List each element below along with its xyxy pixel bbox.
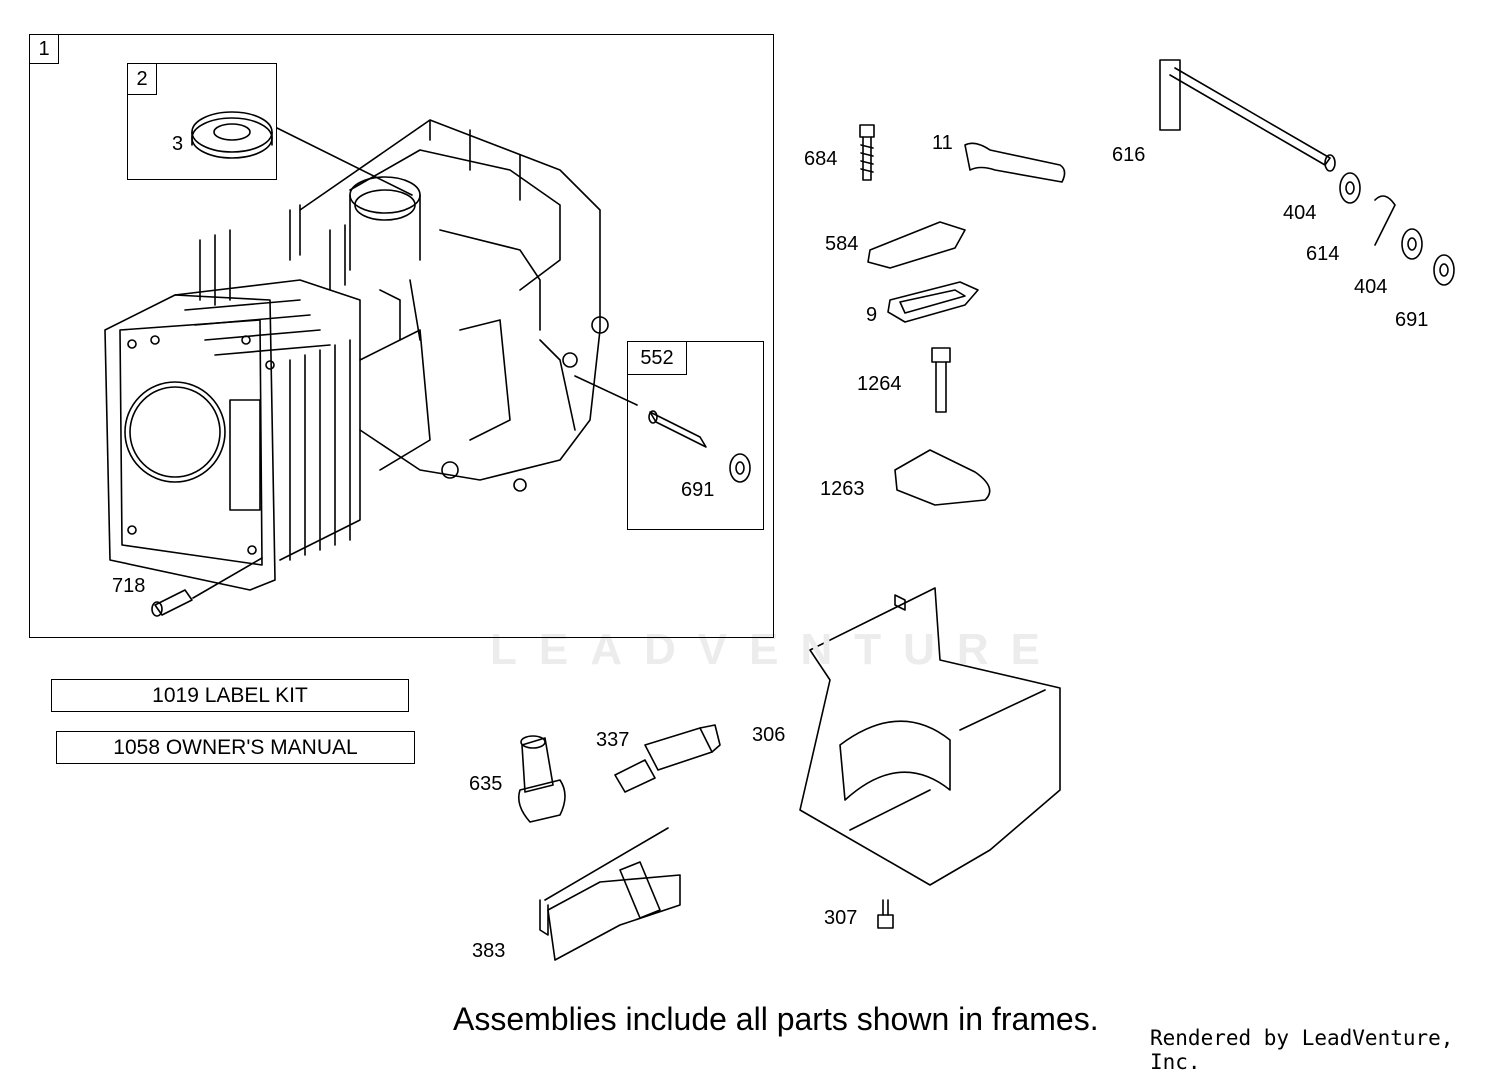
callout-1264[interactable]: 1264 bbox=[857, 373, 902, 395]
callout-404-a[interactable]: 404 bbox=[1283, 202, 1317, 224]
label-kit-box[interactable]: 1019 LABEL KIT bbox=[51, 679, 409, 712]
governor-shaft-part bbox=[1159, 59, 1336, 172]
washer-404b-part bbox=[1401, 228, 1423, 260]
leader-718 bbox=[192, 557, 263, 599]
seal-frame bbox=[127, 63, 277, 180]
callout-337[interactable]: 337 bbox=[596, 729, 630, 751]
breather-tube-part bbox=[964, 142, 1066, 183]
spark-boot-part bbox=[517, 735, 566, 823]
pin-frame bbox=[627, 341, 764, 530]
washer-691b-part bbox=[1433, 254, 1455, 286]
washer-part bbox=[729, 453, 751, 483]
pin-718-part bbox=[151, 589, 193, 617]
callout-691-b[interactable]: 691 bbox=[1395, 309, 1429, 331]
callout-718[interactable]: 718 bbox=[112, 575, 146, 597]
render-credit: Rendered by LeadVenture, Inc. bbox=[1150, 1026, 1454, 1074]
callout-307[interactable]: 307 bbox=[824, 907, 858, 929]
dowel-pin-part bbox=[648, 410, 707, 448]
breather-cover-part bbox=[867, 221, 966, 269]
leader-seal bbox=[276, 127, 413, 196]
engine-frame-tag[interactable]: 1 bbox=[29, 34, 59, 64]
seal-frame-tag[interactable]: 2 bbox=[127, 63, 157, 95]
callout-383[interactable]: 383 bbox=[472, 940, 506, 962]
spark-plug-part bbox=[614, 724, 721, 793]
callout-9[interactable]: 9 bbox=[866, 304, 878, 326]
bolt-684-part bbox=[859, 124, 875, 181]
washer-404-part bbox=[1339, 172, 1361, 204]
engine-assembly-frame bbox=[29, 34, 774, 638]
gasket-part bbox=[887, 281, 979, 323]
callout-614[interactable]: 614 bbox=[1306, 243, 1340, 265]
bolt-1264-part bbox=[931, 347, 951, 413]
callout-635[interactable]: 635 bbox=[469, 773, 503, 795]
callout-1263[interactable]: 1263 bbox=[820, 478, 865, 500]
callout-306[interactable]: 306 bbox=[752, 724, 786, 746]
callout-3[interactable]: 3 bbox=[172, 133, 184, 155]
oil-seal-part bbox=[191, 111, 273, 159]
watermark-text: LEADVENTURE bbox=[490, 625, 1063, 674]
callout-684[interactable]: 684 bbox=[804, 148, 838, 170]
screw-307-part bbox=[877, 899, 894, 929]
blower-housing-part bbox=[799, 587, 1061, 886]
plate-1263-part bbox=[894, 449, 991, 506]
owners-manual-box[interactable]: 1058 OWNER'S MANUAL bbox=[56, 731, 415, 764]
assemblies-note: Assemblies include all parts shown in fr… bbox=[453, 1001, 1099, 1037]
engine-block-illustration bbox=[104, 119, 609, 591]
hairpin-614-part bbox=[1374, 195, 1396, 246]
callout-616[interactable]: 616 bbox=[1112, 144, 1146, 166]
callout-584[interactable]: 584 bbox=[825, 233, 859, 255]
callout-691-a[interactable]: 691 bbox=[681, 479, 715, 501]
leader-pin bbox=[574, 375, 638, 406]
callout-11[interactable]: 11 bbox=[932, 132, 953, 154]
plug-wrench-part bbox=[539, 827, 681, 961]
pin-frame-tag[interactable]: 552 bbox=[627, 341, 687, 375]
callout-404-b[interactable]: 404 bbox=[1354, 276, 1388, 298]
